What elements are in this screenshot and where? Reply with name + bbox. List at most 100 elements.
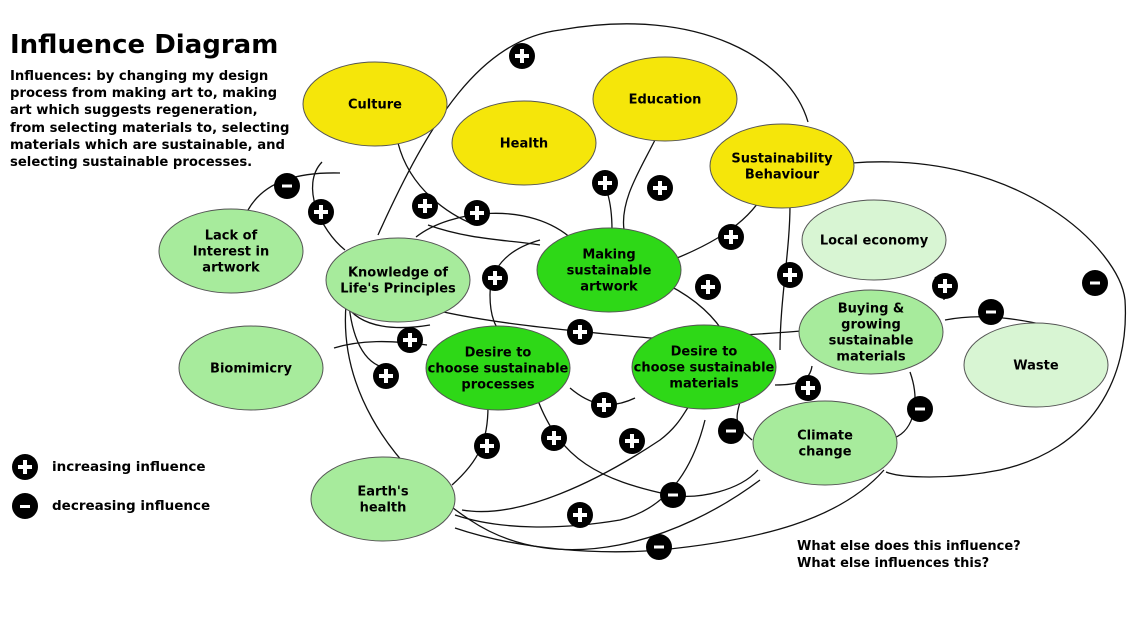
plus-icon xyxy=(509,43,535,69)
node-label: choose sustainable xyxy=(634,361,775,376)
node-shape xyxy=(178,325,324,411)
node-label: Desire to xyxy=(465,346,532,361)
node-label: materials xyxy=(836,350,905,365)
plus-icon xyxy=(412,193,438,219)
minus-icon xyxy=(12,493,38,519)
legend-increasing: increasing influence xyxy=(12,454,206,480)
node-label: Life's Principles xyxy=(340,282,456,297)
node-shape xyxy=(302,61,448,147)
minus-icon xyxy=(274,173,300,199)
node-culture: Culture xyxy=(302,61,448,147)
plus-icon xyxy=(373,363,399,389)
influence-link-1 xyxy=(377,23,809,236)
minus-icon xyxy=(978,299,1004,325)
node-label: Knowledge of xyxy=(348,266,448,281)
node-label: Behaviour xyxy=(745,168,820,183)
influence-link-7 xyxy=(622,137,657,231)
legend-increasing-label: increasing influence xyxy=(52,459,206,475)
plus-icon xyxy=(474,433,500,459)
influence-link-19 xyxy=(536,397,759,497)
influence-signs xyxy=(274,43,1108,560)
node-label: Making xyxy=(582,248,635,263)
node-label: Earth's xyxy=(357,485,409,500)
plus-icon xyxy=(12,454,38,480)
node-shape xyxy=(158,208,304,294)
node-label: artwork xyxy=(202,261,260,276)
influence-link-18 xyxy=(344,304,761,551)
node-local-economy: Local economy xyxy=(801,199,947,281)
plus-icon xyxy=(647,175,673,201)
question-influences: What else does this influence? xyxy=(797,539,1021,554)
influence-link-21 xyxy=(461,404,691,513)
node-label: Education xyxy=(629,93,702,108)
node-shape xyxy=(709,123,855,209)
node-label: artwork xyxy=(580,280,638,295)
plus-icon xyxy=(592,170,618,196)
node-education: Education xyxy=(592,56,738,142)
node-shape xyxy=(536,227,682,313)
influence-link-5 xyxy=(415,212,574,241)
plus-icon xyxy=(397,327,423,353)
node-label: Climate xyxy=(797,429,853,444)
question-influenced-by: What else influences this? xyxy=(797,556,990,571)
node-health: Health xyxy=(451,100,597,186)
plus-icon xyxy=(795,375,821,401)
node-label: choose sustainable xyxy=(428,362,569,377)
node-label: Waste xyxy=(1013,359,1059,374)
node-shape xyxy=(801,199,947,281)
node-label: Buying & xyxy=(838,302,905,317)
node-shape xyxy=(425,325,571,411)
node-label: Local economy xyxy=(820,234,929,249)
node-shape xyxy=(752,400,898,486)
node-biomimicry: Biomimicry xyxy=(178,325,324,411)
node-shape xyxy=(325,237,471,323)
minus-icon xyxy=(646,534,672,560)
node-shape xyxy=(631,324,777,410)
influence-link-10 xyxy=(851,161,1127,478)
node-label: change xyxy=(798,445,851,460)
page-title: Influence Diagram xyxy=(10,30,279,60)
plus-icon xyxy=(619,428,645,454)
plus-icon xyxy=(591,392,617,418)
legend-decreasing-label: decreasing influence xyxy=(52,498,211,514)
node-shape xyxy=(963,322,1109,408)
node-waste: Waste xyxy=(963,322,1109,408)
plus-icon xyxy=(308,199,334,225)
node-label: processes xyxy=(461,378,534,393)
legend-decreasing: decreasing influence xyxy=(12,493,210,519)
plus-icon xyxy=(464,200,490,226)
plus-icon xyxy=(695,274,721,300)
node-label: Lack of xyxy=(205,229,258,244)
node-label: Desire to xyxy=(671,345,738,360)
page-subtitle: Influences: by changing my design proces… xyxy=(10,69,290,171)
node-label: sustainable xyxy=(567,264,652,279)
plus-icon xyxy=(541,425,567,451)
node-label: Health xyxy=(500,137,548,152)
node-shape xyxy=(798,289,944,375)
node-label: materials xyxy=(669,377,738,392)
node-label: health xyxy=(360,501,407,516)
node-label: growing xyxy=(841,318,901,333)
minus-icon xyxy=(907,396,933,422)
plus-icon xyxy=(932,273,958,299)
node-label: Interest in xyxy=(193,245,270,260)
minus-icon xyxy=(1082,270,1108,296)
plus-icon xyxy=(777,262,803,288)
influence-link-6 xyxy=(427,224,541,246)
influence-link-22 xyxy=(454,419,706,528)
minus-icon xyxy=(660,482,686,508)
node-shape xyxy=(592,56,738,142)
node-shape xyxy=(310,456,456,542)
node-label: Biomimicry xyxy=(210,362,292,377)
node-label: Sustainability xyxy=(731,152,833,167)
